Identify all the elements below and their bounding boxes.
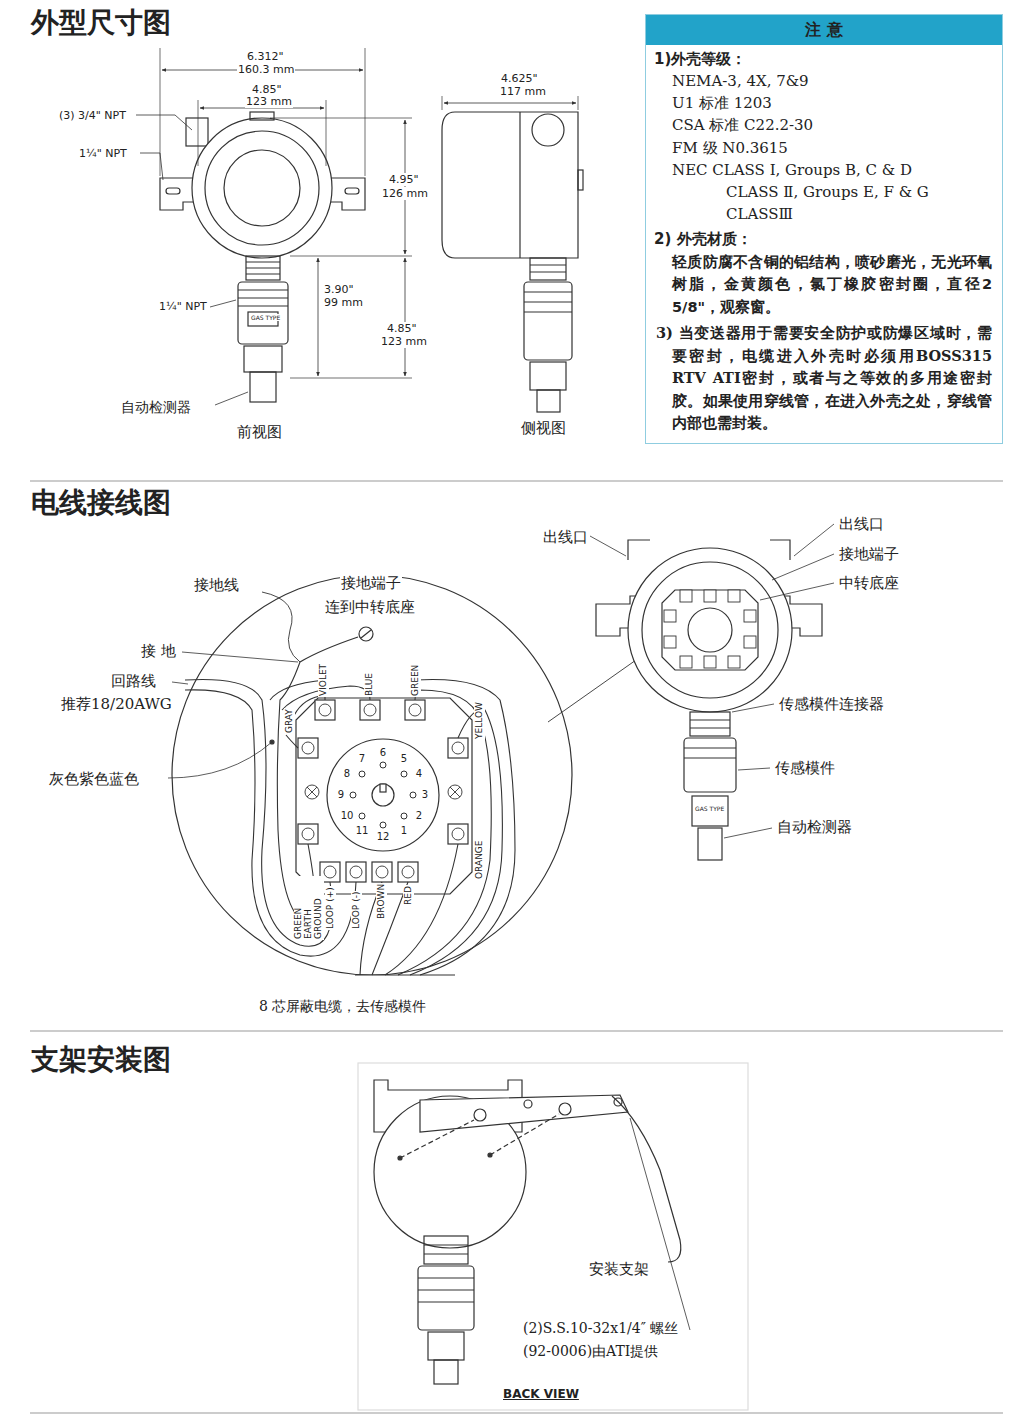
label: 回路线 — [110, 672, 157, 690]
notice-text: FM 级 N0.3615 — [646, 136, 1002, 158]
dimension: 123 mm — [245, 95, 293, 108]
dimension: 117 mm — [499, 85, 547, 98]
label: (2)S.S.10-32x1/4″ 螺丝 — [522, 1320, 679, 1337]
wire-color: GREEN EARTH GROUND — [294, 876, 324, 940]
label: 出线口 — [542, 528, 589, 546]
dimension: 123 mm — [380, 335, 428, 348]
wire-color: LOOP (-) — [351, 891, 362, 930]
pin-number: 8 — [343, 768, 351, 780]
dimension: 4.625" — [500, 72, 539, 85]
pin-number: 11 — [355, 825, 370, 837]
notice-text: NEMA-3, 4X, 7&9 — [646, 69, 1002, 91]
notice-heading: 注 意 — [646, 15, 1002, 45]
notice-text: CSA 标准 C22.2-30 — [646, 113, 1002, 135]
notice-panel: 注 意1)外壳等级：NEMA-3, 4X, 7&9U1 标准 1203CSA 标… — [645, 14, 1003, 444]
wire-color: LOOP (+) — [325, 886, 336, 930]
pin-number: 7 — [358, 753, 366, 765]
dimension: 1¼" NPT — [78, 147, 128, 160]
label: 前视图 — [236, 423, 283, 441]
notice-text: NEC CLASS I, Groups B, C & D — [646, 158, 1002, 180]
pin-number: 4 — [415, 768, 423, 780]
label: 出线口 — [838, 515, 885, 533]
notice-text: CLASSⅢ — [646, 202, 1002, 224]
label: 灰色紫色蓝色 — [48, 770, 140, 788]
section-title: 电线接线图 — [30, 486, 172, 520]
pin-number: 2 — [415, 810, 423, 822]
pin-number: 3 — [421, 789, 429, 801]
label: GAS TYPE — [694, 805, 725, 812]
label: 推荐18/20AWG — [60, 695, 173, 713]
pin-number: 10 — [340, 810, 355, 822]
dimension: 99 mm — [323, 296, 364, 309]
notice-text: CLASS Ⅱ, Groups E, F & G — [646, 180, 1002, 202]
label: GAS TYPE — [250, 314, 281, 321]
notice-text: 2) 外壳材质： — [646, 225, 1002, 249]
dimension: 126 mm — [381, 187, 429, 200]
pin-number: 12 — [376, 831, 391, 843]
wire-color: VIOLET — [318, 663, 329, 697]
label: 接地端子 — [340, 574, 402, 592]
pin-number: 6 — [379, 747, 387, 759]
dimension: 4.85" — [386, 322, 418, 335]
label: 侧视图 — [520, 419, 567, 437]
label: 自动检测器 — [120, 399, 192, 416]
dimension: 3.90" — [323, 283, 355, 296]
wire-color: BROWN — [376, 883, 387, 920]
section-title: 外型尺寸图 — [30, 6, 172, 40]
label: 接 地 — [140, 642, 177, 660]
notice-text: 1)外壳等级： — [646, 45, 1002, 69]
label: 8 芯屏蔽电缆，去传感模件 — [258, 998, 427, 1015]
dimension: 1¼" NPT — [158, 300, 208, 313]
wire-color: YELLOW — [474, 701, 485, 740]
notice-text: 轻质防腐不含铜的铝结构，喷砂磨光，无光环氧树脂，金黄颜色，氯丁橡胶密封圈，直径2… — [646, 249, 1002, 318]
section-title: 支架安装图 — [30, 1043, 172, 1077]
label: 传感模件 — [774, 759, 836, 777]
label: 安装支架 — [588, 1260, 650, 1278]
label: 自动检测器 — [776, 818, 853, 836]
pin-number: 5 — [400, 753, 408, 765]
dimension: 4.95" — [388, 173, 420, 186]
pin-number: 9 — [337, 789, 345, 801]
label: 接地端子 — [838, 545, 900, 563]
label: 传感模件连接器 — [778, 695, 885, 713]
notice-text: U1 标准 1203 — [646, 91, 1002, 113]
wire-color: BLUE — [364, 672, 375, 697]
label: BACK VIEW — [502, 1387, 580, 1401]
wire-color: RED — [403, 885, 414, 906]
label: 连到中转底座 — [324, 598, 416, 616]
dimension: 6.312" — [246, 50, 285, 63]
dimension: (3) 3/4" NPT — [58, 109, 127, 122]
wire-color: GRAY — [284, 708, 295, 734]
wire-color: ORANGE — [474, 839, 485, 880]
dimension: 160.3 mm — [237, 63, 295, 76]
pin-number: 1 — [400, 825, 408, 837]
wire-color: GREEN — [410, 664, 421, 697]
label: 中转底座 — [838, 574, 900, 592]
notice-text: 3) 当变送器用于需要安全防护或防爆区域时，需要密封，电缆进入外壳时必须用BOS… — [646, 318, 1002, 434]
label: 接地线 — [193, 576, 240, 594]
label: (92-0006)由ATI提供 — [522, 1343, 659, 1360]
